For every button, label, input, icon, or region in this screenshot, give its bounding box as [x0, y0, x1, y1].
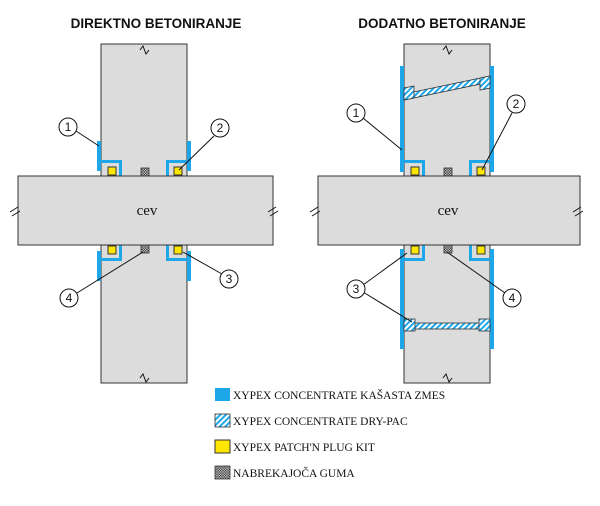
swelling-rubber	[140, 167, 150, 177]
legend-swatch-plug	[214, 439, 231, 454]
slurry-recess	[469, 245, 490, 261]
callout-4	[502, 288, 522, 308]
callout-2-number: 2	[513, 97, 520, 111]
legend-item-slurry: XYPEX CONCENTRATE KAŠASTA ZMES	[215, 388, 445, 402]
swelling-rubber	[140, 244, 150, 254]
callout-1	[346, 103, 366, 123]
break-mark	[267, 206, 279, 217]
callout-leader	[75, 130, 100, 147]
title-direct: DIREKTNO BETONIRANJE	[71, 16, 242, 31]
break-mark	[309, 206, 321, 217]
callout-3	[346, 279, 366, 299]
callout-leader	[76, 251, 144, 294]
break-mark	[9, 206, 21, 217]
callout-2	[506, 94, 526, 114]
break-mark	[572, 206, 584, 217]
callout-1-number: 1	[65, 120, 72, 134]
slurry-coat	[97, 141, 101, 171]
plug-fill	[410, 166, 420, 176]
break-mark	[442, 44, 453, 56]
plug-fill	[173, 166, 183, 176]
break-mark	[442, 372, 453, 384]
legend-item-rubber: NABREKAJOČA GUMA	[214, 465, 355, 480]
legend-item-drypac: XYPEX CONCENTRATE DRY-PAC	[214, 413, 408, 428]
callout-leader	[362, 252, 408, 286]
legend-swatch-drypac	[214, 413, 231, 428]
plug-fill	[476, 166, 486, 176]
wall-upper	[100, 43, 188, 177]
slurry-coat	[187, 251, 191, 281]
plug-fill	[476, 245, 486, 255]
callout-1	[58, 117, 78, 137]
callout-2	[210, 118, 230, 138]
legend-label: NABREKAJOČA GUMA	[233, 466, 355, 480]
break-mark	[139, 372, 150, 384]
swelling-rubber	[443, 167, 453, 177]
slurry-recess	[166, 160, 187, 176]
callout-leader	[362, 117, 403, 151]
swelling-rubber	[443, 244, 453, 254]
plug-fill	[107, 166, 117, 176]
pipe-label: cev	[137, 203, 158, 219]
wall-upper	[403, 43, 491, 177]
wall-lower	[403, 244, 491, 384]
plug-fill	[173, 245, 183, 255]
joint-lower-end	[478, 318, 491, 332]
slurry-recess	[101, 245, 122, 261]
joint-upper-end	[403, 85, 415, 101]
legend-swatch-slurry	[215, 388, 230, 401]
plug-fill	[107, 245, 117, 255]
legend-label: XYPEX CONCENTRATE DRY-PAC	[233, 416, 408, 428]
callout-3-number: 3	[353, 282, 360, 296]
wall-lower	[100, 244, 188, 384]
joint-lower	[403, 322, 491, 330]
break-mark	[139, 44, 150, 56]
joint-lower-end	[403, 318, 416, 332]
callout-3	[219, 269, 239, 289]
pipe	[317, 175, 581, 246]
callout-4	[59, 288, 79, 308]
callout-leader	[182, 251, 223, 275]
callout-leader	[178, 135, 215, 171]
pipe	[17, 175, 274, 246]
slurry-recess	[469, 160, 490, 176]
slurry-recess	[166, 245, 187, 261]
callout-3-number: 3	[226, 272, 233, 286]
legend-label: XYPEX CONCENTRATE KAŠASTA ZMES	[233, 388, 445, 402]
callout-4-number: 4	[66, 291, 73, 305]
callout-1-number: 1	[353, 106, 360, 120]
slurry-coat	[400, 249, 404, 349]
slurry-coat	[490, 249, 494, 349]
callout-leader	[481, 112, 513, 171]
legend-swatch-rubber	[214, 465, 231, 480]
diagram-direct: cev 1 2 3 4	[9, 43, 279, 384]
callout-leader	[446, 251, 506, 294]
diagram-additional: cev 1 2 3 4	[309, 43, 584, 384]
slurry-recess	[404, 160, 425, 176]
slurry-coat	[490, 66, 494, 172]
callout-2-number: 2	[217, 121, 224, 135]
slurry-recess	[404, 245, 425, 261]
joint-upper-end	[479, 75, 491, 91]
callout-leader	[362, 291, 413, 323]
slurry-coat	[400, 66, 404, 172]
slurry-coat	[97, 251, 101, 281]
slurry-recess	[101, 160, 122, 176]
legend: XYPEX CONCENTRATE KAŠASTA ZMES XYPEX CON…	[214, 388, 445, 480]
plug-fill	[410, 245, 420, 255]
legend-label: XYPEX PATCH'N PLUG KIT	[233, 442, 375, 454]
pipe-label: cev	[438, 203, 459, 219]
title-additional: DODATNO BETONIRANJE	[358, 16, 526, 31]
callout-4-number: 4	[509, 291, 516, 305]
legend-item-plug: XYPEX PATCH'N PLUG KIT	[214, 439, 375, 454]
slurry-coat	[187, 141, 191, 171]
